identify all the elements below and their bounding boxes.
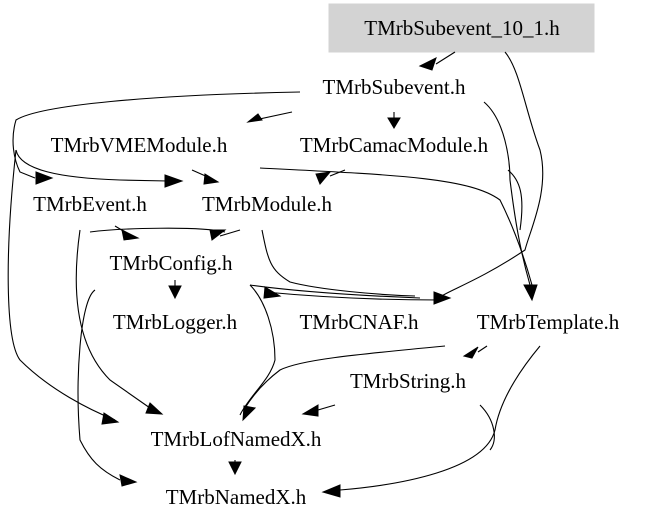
arrowhead — [321, 484, 341, 498]
arrowhead — [263, 286, 282, 299]
arrowhead — [418, 57, 437, 71]
edges — [7, 51, 544, 491]
node-event[interactable]: TMrbEvent.h — [33, 192, 147, 216]
arrowhead — [168, 285, 182, 300]
edge-subevent-module — [15, 149, 169, 182]
edge-subevent_10_1-cnaf — [439, 51, 544, 298]
root-node-box — [328, 3, 595, 53]
arrowhead — [145, 402, 164, 415]
node-camacmodule[interactable]: TMrbCamacModule.h — [300, 133, 489, 157]
arrowhead — [101, 412, 120, 425]
arrowhead — [315, 171, 332, 185]
edge-subevent_10_1-subevent — [435, 51, 456, 65]
edge-config-cnaf — [249, 284, 421, 299]
edge-vmemodule-template — [259, 167, 533, 286]
node-vmemodule[interactable]: TMrbVMEModule.h — [51, 133, 228, 157]
edge-config-namedx — [77, 289, 121, 481]
edge-config-template — [264, 291, 441, 301]
arrowhead — [203, 173, 220, 185]
edge-string-namedx — [479, 404, 495, 451]
arrowhead — [228, 461, 242, 476]
arrowhead — [462, 346, 479, 359]
edge-event-lofnamedx — [75, 229, 151, 409]
edge-template-namedx — [339, 345, 541, 491]
arrowhead — [523, 284, 538, 302]
arrowhead — [119, 474, 138, 487]
node-string[interactable]: TMrbString.h — [350, 369, 467, 393]
node-logger[interactable]: TMrbLogger.h — [113, 310, 238, 334]
arrowheads — [35, 57, 538, 498]
edge-camacmodule-template — [507, 169, 523, 231]
arrowhead — [35, 171, 54, 185]
edge-module-cnaf — [261, 229, 416, 297]
edge-camacmodule-module — [329, 169, 346, 177]
node-module[interactable]: TMrbModule.h — [202, 192, 333, 216]
arrowhead — [301, 404, 319, 417]
arrowhead — [387, 117, 401, 129]
node-subevent[interactable]: TMrbSubevent.h — [323, 75, 466, 99]
edge-subevent-event — [12, 91, 301, 179]
arrowhead — [433, 291, 452, 305]
arrowhead — [209, 229, 227, 241]
nodes: TMrbSubevent_10_1.h TMrbSubevent.h TMrbV… — [33, 16, 620, 509]
edge-subevent-lofnamedx — [7, 149, 116, 421]
node-subevent-10-1[interactable]: TMrbSubevent_10_1.h — [364, 16, 560, 40]
node-lofnamedx[interactable]: TMrbLofNamedX.h — [151, 427, 322, 451]
edge-template-string — [477, 345, 488, 353]
node-cnaf[interactable]: TMrbCNAF.h — [299, 310, 419, 334]
edge-config-loop — [89, 227, 226, 233]
arrowhead — [164, 174, 184, 188]
arrowhead — [121, 229, 140, 241]
node-config[interactable]: TMrbConfig.h — [109, 251, 233, 275]
edge-module-config — [219, 229, 241, 237]
node-namedx[interactable]: TMrbNamedX.h — [166, 485, 307, 509]
node-template[interactable]: TMrbTemplate.h — [477, 310, 620, 334]
arrowhead — [246, 113, 263, 123]
arrowhead — [242, 405, 257, 422]
edge-string-lofnamedx — [317, 404, 336, 411]
edge-config-lofnamedx — [239, 284, 276, 416]
edge-template-lofnamedx — [244, 345, 446, 409]
